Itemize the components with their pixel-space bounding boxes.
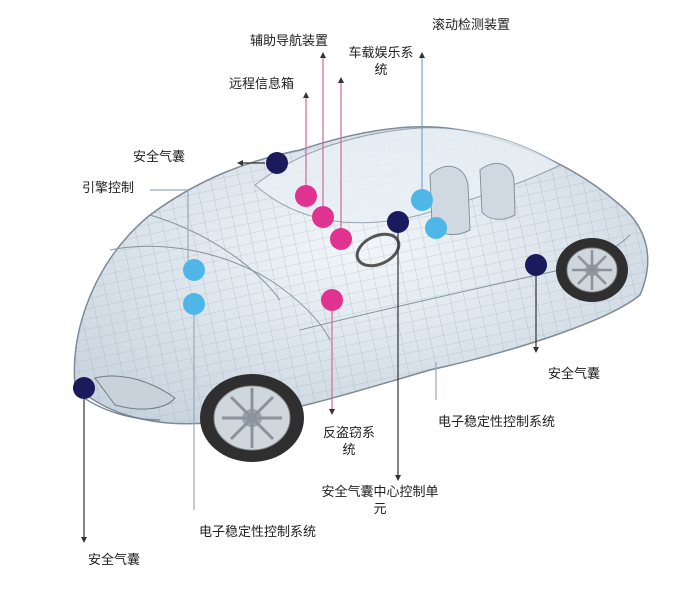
airbag-front-dot <box>73 377 95 399</box>
airbag-bottom-left-label: 安全气囊 <box>88 553 141 568</box>
rollover-detection-label: 滚动检测装置 <box>432 18 511 33</box>
front-wheel <box>200 374 304 462</box>
engine-control-label: 引擎控制 <box>82 181 135 196</box>
esc-bottom-label: 电子稳定性控制系统 <box>199 525 317 540</box>
airbag-right-dot <box>525 254 547 276</box>
infotainment-dot <box>330 228 352 250</box>
pointer-lines <box>81 52 539 543</box>
airbag-right-label: 安全气囊 <box>548 367 601 382</box>
airbag-top-dot <box>266 152 288 174</box>
airbag-control-dot <box>387 211 409 233</box>
engine-dot-2 <box>183 293 205 315</box>
telematics-box-label: 远程信息箱 <box>229 77 295 92</box>
airbag-control-unit-label: 安全气囊中心控制单元 <box>321 485 439 517</box>
rollover-dot-1 <box>411 189 433 211</box>
rollover-dot-2 <box>425 217 447 239</box>
airbag-top-label: 安全气囊 <box>133 150 186 165</box>
nav-assist-label: 辅助导航装置 <box>250 34 329 49</box>
telematics-dot <box>295 185 317 207</box>
rear-wheel <box>556 238 628 302</box>
nav-assist-dot <box>312 206 334 228</box>
engine-dot-1 <box>183 259 205 281</box>
anti-theft-dot <box>321 289 343 311</box>
infotainment-label: 车载娱乐系统 <box>348 46 414 78</box>
anti-theft-label: 反盗窃系统 <box>322 426 375 458</box>
car-body <box>73 126 649 425</box>
esc-right-label: 电子稳定性控制系统 <box>438 415 556 430</box>
